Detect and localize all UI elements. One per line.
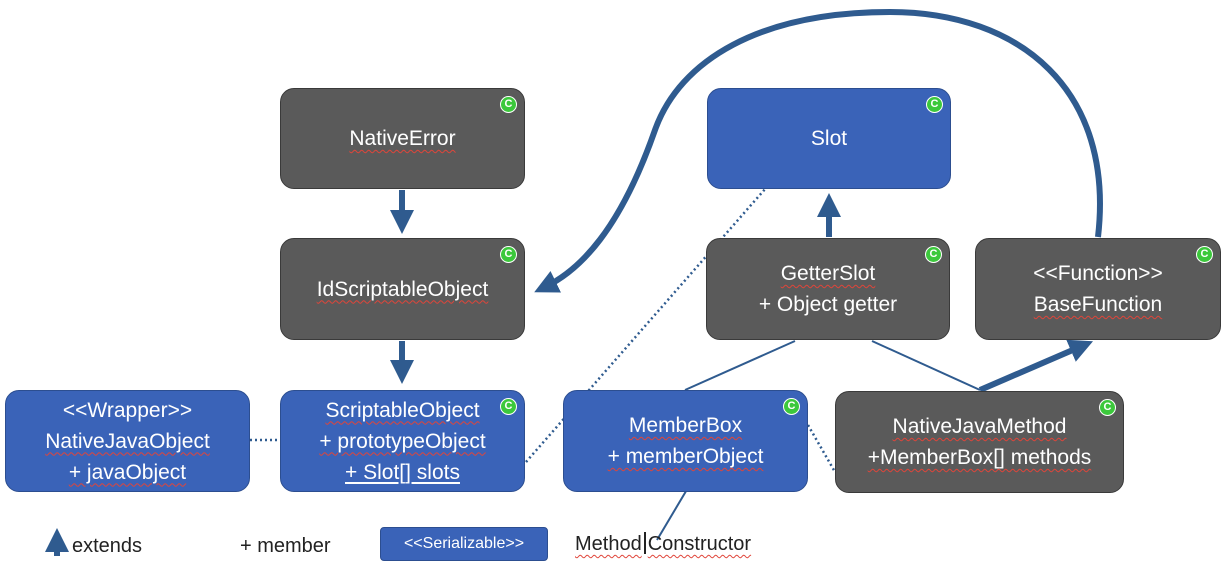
class-name: IdScriptableObject [316,277,489,301]
legend-extends-label: extends [72,535,143,557]
class-member: + javaObject [68,460,187,484]
class-badge-icon: C [1196,246,1213,263]
class-member: +MemberBox[] methods [867,446,1092,469]
class-member: + Slot[] slots [345,460,460,484]
divider [643,532,646,554]
class-native-error: NativeError C [280,88,525,189]
edge-nativejavamethod-extends-basefunction [978,339,1094,393]
legend-method-label: Method [575,533,642,555]
class-native-java-method: NativeJavaMethod +MemberBox[] methods C [835,391,1124,493]
class-name: BaseFunction [1033,293,1163,316]
class-stereotype: <<Function>> [1033,262,1163,285]
class-getter-slot: GetterSlot + Object getter C [706,238,950,340]
class-name: GetterSlot [780,262,876,285]
class-badge-icon: C [500,96,517,113]
class-member: + Object getter [758,293,898,316]
class-member: + prototypeObject [319,429,486,453]
class-badge-icon: C [500,246,517,263]
class-slot: Slot C [707,88,951,189]
class-name: NativeJavaObject [45,429,210,453]
class-stereotype: <<Wrapper>> [62,398,193,422]
class-badge-icon: C [783,398,800,415]
class-name: Slot [810,127,848,150]
edge-memberbox-to-nativejavamethod-dotted [806,424,837,473]
class-member: + memberObject [607,445,764,468]
legend-constructor-label: Constructor [647,533,752,555]
class-name: MemberBox [628,414,743,437]
class-member-box: MemberBox + memberObject C [563,390,808,492]
class-badge-icon: C [1099,399,1116,416]
class-base-function: <<Function>> BaseFunction C [975,238,1221,340]
class-name: NativeError [349,127,456,150]
class-badge-icon: C [926,96,943,113]
class-scriptable-object: ScriptableObject + prototypeObject + Slo… [280,390,525,492]
class-name: NativeJavaMethod [892,415,1067,438]
class-name: ScriptableObject [325,398,480,422]
edge-getterslot-to-nativejavamethod [871,340,981,391]
class-id-scriptable-object: IdScriptableObject C [280,238,525,340]
edge-basefunction-to-idscriptableobject [534,8,1103,293]
class-badge-icon: C [500,398,517,415]
class-native-java-object: <<Wrapper>> NativeJavaObject + javaObjec… [5,390,250,492]
legend-serializable-chip: <<Serializable>> [380,527,548,561]
edge-getterslot-to-memberbox [684,340,796,391]
legend-member-label: + member [240,535,331,557]
class-badge-icon: C [925,246,942,263]
